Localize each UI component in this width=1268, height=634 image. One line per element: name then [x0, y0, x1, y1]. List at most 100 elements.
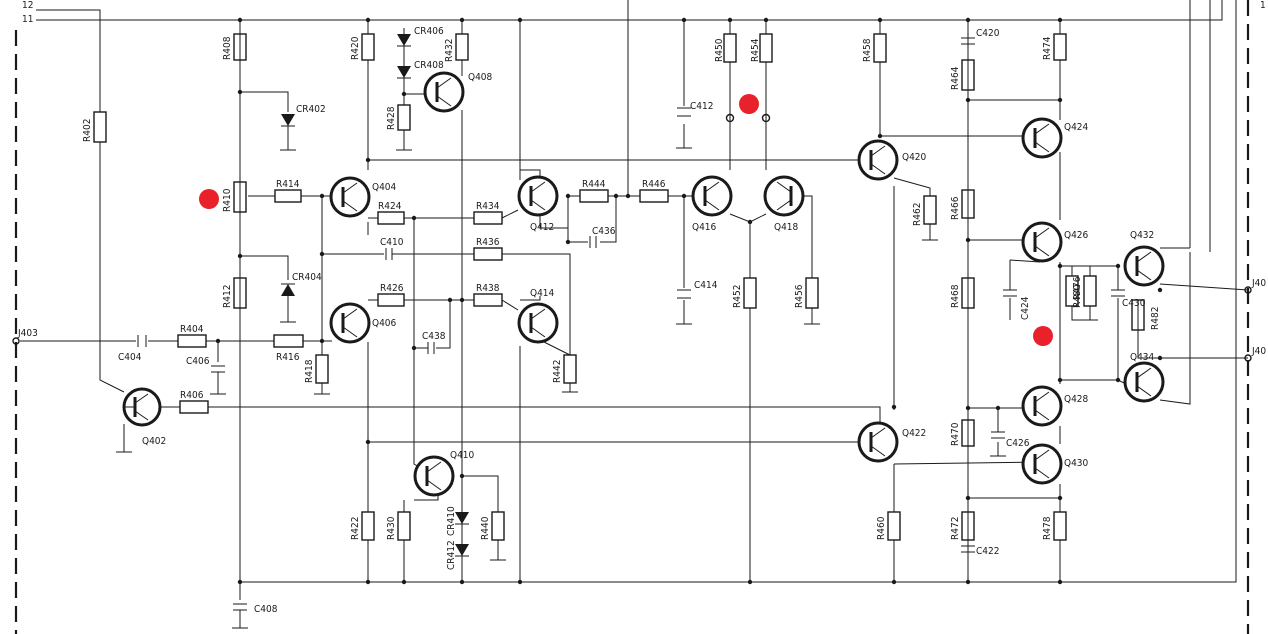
resistor-r414-label: R414 [276, 179, 300, 190]
diode-cr404-label: CR404 [292, 272, 322, 283]
resistor-r478-label: R478 [1042, 516, 1053, 540]
connector-labels: J403 J40 J40 12 11 1 [17, 0, 1266, 357]
resistor-r466-label: R466 [950, 196, 961, 220]
pin-12-label: 12 [22, 0, 33, 11]
resistor-r412-label: R412 [222, 285, 233, 308]
right-edge-mark: 1 [1260, 0, 1266, 11]
transistor-q432-label: Q432 [1130, 230, 1154, 241]
connector-j40-bottom-label: J40 [1251, 346, 1266, 357]
diode-cr412-label: CR412 [446, 540, 457, 570]
capacitor-c438-label: C438 [422, 331, 446, 342]
resistor-labels: R402 R404 R406 R408 R410 R412 R414 R416 … [82, 36, 1161, 540]
connector-j40-top-label: J40 [1251, 278, 1266, 289]
resistor-r474-label: R474 [1042, 36, 1053, 60]
transistor-q426-label: Q426 [1064, 230, 1089, 241]
resistor-r460-label: R460 [876, 516, 887, 540]
resistor-r428-label: R428 [386, 106, 397, 130]
transistor-q412-label: Q412 [530, 222, 554, 233]
marker-r476[interactable] [1033, 326, 1053, 346]
transistor-q416-label: Q416 [692, 222, 717, 233]
capacitor-c420-label: C420 [976, 28, 1000, 39]
marker-r450[interactable] [739, 94, 759, 114]
resistor-r464-label: R464 [950, 66, 961, 90]
resistor-r436-label: R436 [476, 237, 500, 248]
capacitor-c404-label: C404 [118, 352, 142, 363]
transistor-q418-label: Q418 [774, 222, 799, 233]
transistor-q422-label: Q422 [902, 428, 926, 439]
capacitor-c406-label: C406 [186, 356, 210, 367]
test-points [12, 113, 1252, 362]
diode-cr402-label: CR402 [296, 104, 326, 115]
capacitor-bodies [137, 37, 1125, 628]
transistor-q434-label: Q434 [1130, 352, 1155, 363]
capacitor-c408-label: C408 [254, 604, 278, 615]
transistor-q408-label: Q408 [468, 72, 493, 83]
resistor-r444-label: R444 [582, 179, 606, 190]
resistor-r420-label: R420 [350, 36, 361, 60]
resistor-r462-label: R462 [912, 203, 923, 226]
diode-cr408-label: CR408 [414, 60, 444, 71]
pin-11-label: 11 [22, 14, 33, 25]
capacitor-c430-label: C430 [1122, 298, 1146, 309]
transistor-q428-label: Q428 [1064, 394, 1089, 405]
markers [199, 94, 1053, 346]
resistor-r424-label: R424 [378, 201, 402, 212]
transistor-bodies [122, 71, 1165, 497]
capacitor-c412-label: C412 [690, 101, 713, 112]
resistor-r458-label: R458 [862, 38, 873, 62]
resistor-r416-label: R416 [276, 352, 300, 363]
transistor-q404-label: Q404 [372, 182, 397, 193]
capacitor-c414-label: C414 [694, 280, 718, 291]
capacitor-labels: C404 C406 C408 C410 C412 C414 C420 C422 … [118, 28, 1146, 615]
ground-symbols [116, 147, 1098, 629]
resistor-r410-label: R410 [222, 188, 233, 212]
resistor-r434-label: R434 [476, 201, 500, 212]
resistor-r482-label: R482 [1150, 307, 1161, 330]
transistor-q414-label: Q414 [530, 288, 555, 299]
resistor-r468-label: R468 [950, 284, 961, 308]
resistor-r406-label: R406 [180, 390, 204, 401]
resistor-r470-label: R470 [950, 422, 961, 446]
diode-cr406-label: CR406 [414, 26, 444, 37]
resistor-r446-label: R446 [642, 179, 666, 190]
capacitor-c436-label: C436 [592, 226, 616, 237]
board-outline [14, 0, 1250, 634]
transistor-q424-label: Q424 [1064, 122, 1089, 133]
transistor-q406-label: Q406 [372, 318, 397, 329]
transistor-q410-label: Q410 [450, 450, 475, 461]
capacitor-c424-label: C424 [1020, 296, 1031, 320]
transistor-q420-label: Q420 [902, 152, 927, 163]
diode-bodies [280, 34, 469, 557]
transistor-q402-label: Q402 [142, 436, 166, 447]
resistor-r432-label: R432 [444, 39, 455, 62]
resistor-r480-label: R480 [1072, 284, 1083, 308]
resistor-r452-label: R452 [732, 285, 743, 308]
capacitor-c422-label: C422 [976, 546, 999, 557]
diode-cr410-label: CR410 [446, 506, 457, 536]
resistor-r438-label: R438 [476, 283, 500, 294]
resistor-r442-label: R442 [552, 360, 563, 383]
diode-labels: CR402 CR404 CR406 CR408 CR410 CR412 [292, 26, 457, 570]
resistor-r418-label: R418 [304, 359, 315, 383]
resistor-r426-label: R426 [380, 283, 404, 294]
capacitor-c410-label: C410 [380, 237, 404, 248]
capacitor-c426-label: C426 [1006, 438, 1030, 449]
wiring [20, 0, 1249, 600]
resistor-r476-label: R476 [1072, 276, 1083, 300]
junctions [215, 17, 1163, 585]
resistor-bodies [93, 33, 1145, 541]
resistor-r408-label: R408 [222, 36, 233, 60]
transistor-q430-label: Q430 [1064, 458, 1089, 469]
resistor-r472-label: R472 [950, 517, 961, 540]
resistor-r440-label: R440 [480, 516, 491, 540]
resistor-r422-label: R422 [350, 517, 361, 540]
resistor-r454-label: R454 [750, 38, 761, 62]
resistor-r450-label: R450 [714, 38, 725, 62]
marker-r410[interactable] [199, 189, 219, 209]
transistor-labels: Q402 Q404 Q406 Q408 Q410 Q412 Q414 Q416 … [142, 72, 1155, 469]
connector-j403-label: J403 [17, 328, 38, 339]
resistor-r402-label: R402 [82, 119, 93, 142]
resistor-r456-label: R456 [794, 284, 805, 308]
resistor-r430-label: R430 [386, 516, 397, 540]
